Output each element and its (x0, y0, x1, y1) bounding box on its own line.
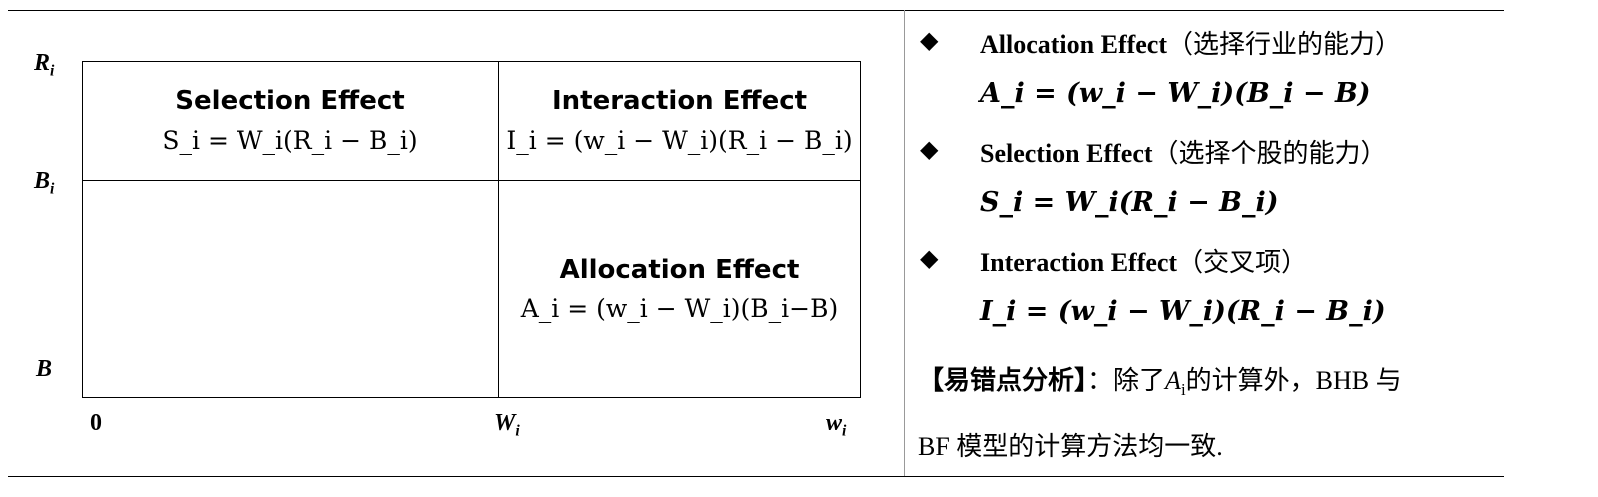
grid-horizontal-divider (82, 180, 861, 181)
allocation-formula: A_i = (w_i − W_i)(B_i − B) (980, 78, 1371, 109)
interaction-heading: Interaction Effect（交叉项） (980, 248, 1308, 277)
selection-heading: Selection Effect（选择个股的能力） (980, 139, 1387, 168)
column-separator (904, 10, 905, 476)
interaction-cell-formula: I_i = (w_i − W_i)(R_i − B_i) (506, 126, 853, 155)
allocation-heading: Allocation Effect（选择行业的能力） (980, 30, 1402, 59)
selection-cell-title: Selection Effect (175, 86, 405, 116)
y-axis-label-mid: Bi (34, 168, 55, 198)
y-axis-label-bottom: B (36, 356, 53, 382)
note-line-1: 【易错点分析】：除了Ai的计算外，BHB 与 (918, 366, 1402, 399)
bullet-icon: ◆ (920, 244, 939, 272)
x-axis-label-mid: Wi (494, 410, 520, 440)
x-axis-origin-label: 0 (90, 410, 102, 436)
interaction-formula: I_i = (w_i − W_i)(R_i − B_i) (980, 296, 1386, 327)
x-axis-label-end: wi (826, 410, 847, 440)
top-rule (8, 10, 1504, 11)
bullet-icon: ◆ (920, 135, 939, 163)
bullet-icon: ◆ (920, 26, 939, 54)
attribution-grid-frame (82, 61, 861, 398)
note-line-2: BF 模型的计算方法均一致. (918, 432, 1223, 461)
bottom-rule (8, 476, 1504, 477)
selection-formula: S_i = W_i(R_i − B_i) (980, 187, 1279, 218)
allocation-cell-title: Allocation Effect (559, 255, 800, 285)
y-axis-label-top: Ri (34, 50, 55, 80)
grid-vertical-divider (498, 61, 499, 398)
interaction-cell-title: Interaction Effect (551, 86, 808, 116)
allocation-cell-formula: A_i = (w_i − W_i)(B_i−B) (520, 294, 839, 323)
selection-cell-formula: S_i = W_i(R_i − B_i) (162, 126, 418, 155)
